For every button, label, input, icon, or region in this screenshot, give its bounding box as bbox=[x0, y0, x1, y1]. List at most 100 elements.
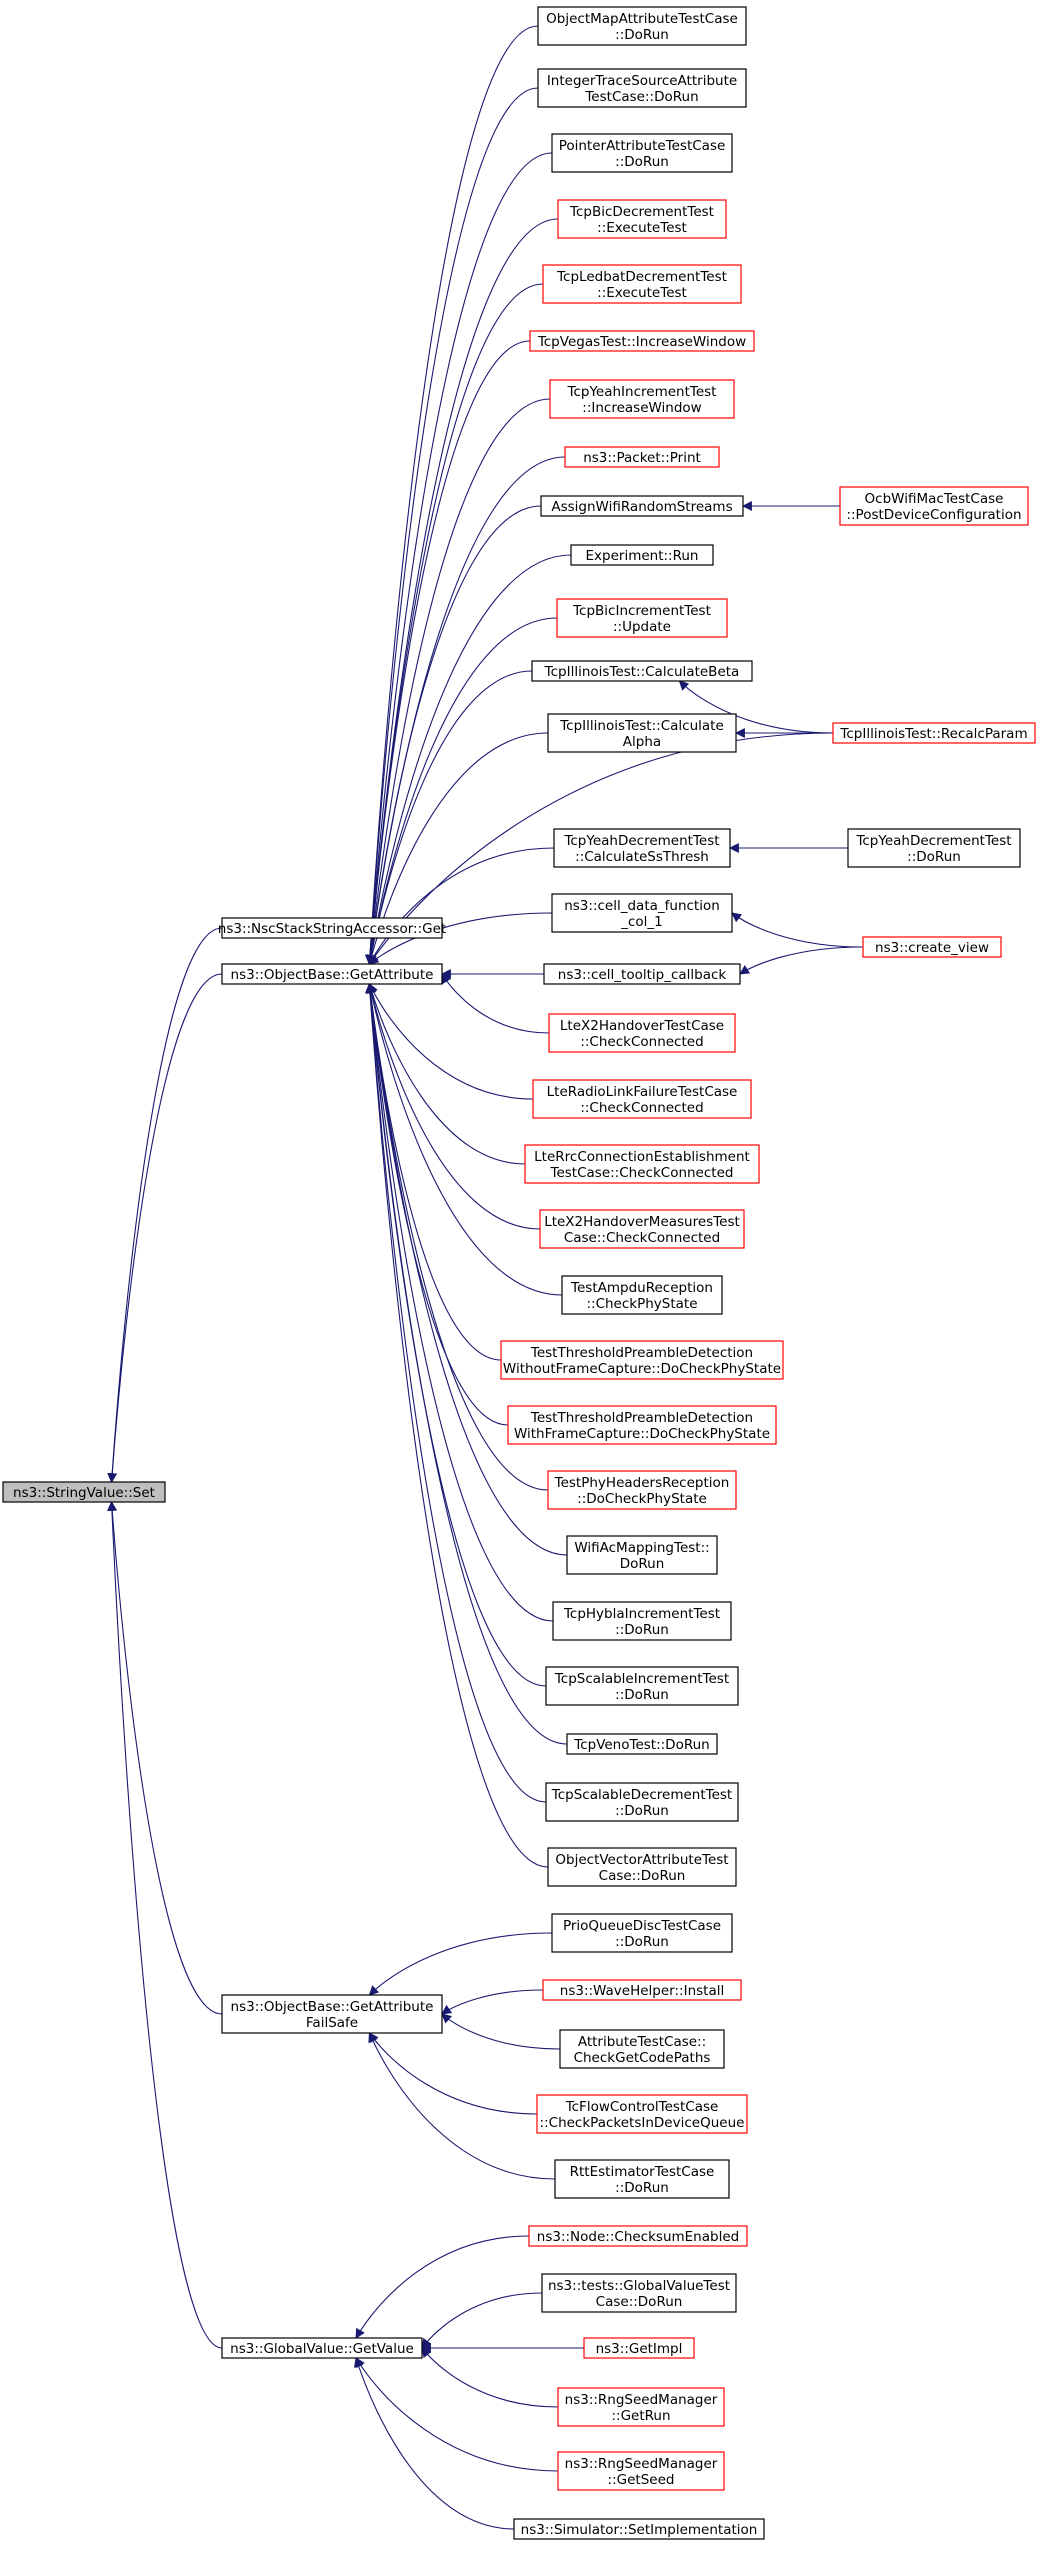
node-box[interactable] bbox=[557, 199, 727, 239]
node-box[interactable] bbox=[507, 1405, 777, 1445]
node-box[interactable] bbox=[542, 264, 742, 304]
node-box[interactable] bbox=[529, 330, 755, 352]
node-box[interactable] bbox=[540, 495, 744, 517]
node-e1[interactable]: OcbWifiMacTestCase::PostDeviceConfigurat… bbox=[839, 486, 1029, 526]
node-box[interactable] bbox=[839, 486, 1029, 526]
node-box[interactable] bbox=[553, 828, 731, 868]
node-b5[interactable]: TcpLedbatDecrementTest::ExecuteTest bbox=[542, 264, 742, 304]
node-b25[interactable]: WifiAcMappingTest::DoRun bbox=[566, 1535, 718, 1575]
node-box[interactable] bbox=[531, 660, 753, 682]
node-b26[interactable]: TcpHyblaIncrementTest::DoRun bbox=[552, 1601, 732, 1641]
node-b19[interactable]: LteRrcConnectionEstablishmentTestCase::C… bbox=[524, 1144, 760, 1184]
node-box[interactable] bbox=[551, 1913, 733, 1953]
node-b15[interactable]: ns3::cell_data_function_col_1 bbox=[551, 893, 733, 933]
node-box[interactable] bbox=[557, 2387, 725, 2427]
node-box[interactable] bbox=[547, 1470, 737, 1510]
node-box[interactable] bbox=[552, 1601, 732, 1641]
node-b29[interactable]: TcpScalableDecrementTest::DoRun bbox=[545, 1782, 739, 1822]
node-box[interactable] bbox=[548, 1013, 736, 1053]
node-b21[interactable]: TestAmpduReception::CheckPhyState bbox=[561, 1275, 723, 1315]
node-box[interactable] bbox=[2, 1481, 166, 1503]
node-c1[interactable]: PrioQueueDiscTestCase::DoRun bbox=[551, 1913, 733, 1953]
node-c4[interactable]: TcFlowControlTestCase::CheckPacketsInDev… bbox=[536, 2094, 748, 2134]
node-e3[interactable]: TcpYeahDecrementTest::DoRun bbox=[847, 828, 1021, 868]
node-b23[interactable]: TestThresholdPreambleDetectionWithFrameC… bbox=[507, 1405, 777, 1445]
node-d4[interactable]: ns3::RngSeedManager::GetRun bbox=[557, 2387, 725, 2427]
node-box[interactable] bbox=[221, 2337, 423, 2359]
root-node[interactable]: ns3::StringValue::Set bbox=[2, 1481, 166, 1503]
node-b27[interactable]: TcpScalableIncrementTest::DoRun bbox=[545, 1666, 739, 1706]
node-box[interactable] bbox=[583, 2337, 695, 2359]
node-b14[interactable]: TcpYeahDecrementTest::CalculateSsThresh bbox=[553, 828, 731, 868]
node-b11[interactable]: TcpBicIncrementTest::Update bbox=[556, 598, 728, 638]
node-b1[interactable]: ObjectMapAttributeTestCase::DoRun bbox=[537, 6, 747, 46]
node-box[interactable] bbox=[549, 379, 735, 419]
node-b24[interactable]: TestPhyHeadersReception::DoCheckPhyState bbox=[547, 1470, 737, 1510]
node-e4[interactable]: ns3::create_view bbox=[862, 936, 1002, 958]
node-box[interactable] bbox=[543, 963, 741, 985]
node-box[interactable] bbox=[500, 1340, 784, 1380]
node-box[interactable] bbox=[862, 936, 1002, 958]
node-b8[interactable]: ns3::Packet::Print bbox=[564, 446, 720, 468]
node-b7[interactable]: TcpYeahIncrementTest::IncreaseWindow bbox=[549, 379, 735, 419]
node-box[interactable] bbox=[551, 893, 733, 933]
node-box[interactable] bbox=[542, 1979, 742, 2001]
node-box[interactable] bbox=[513, 2518, 765, 2540]
node-box[interactable] bbox=[541, 2273, 737, 2313]
node-box[interactable] bbox=[847, 828, 1021, 868]
node-box[interactable] bbox=[524, 1144, 760, 1184]
node-box[interactable] bbox=[566, 1535, 718, 1575]
node-b20[interactable]: LteX2HandoverMeasuresTestCase::CheckConn… bbox=[539, 1209, 745, 1249]
node-box[interactable] bbox=[559, 2029, 725, 2069]
node-box[interactable] bbox=[554, 2159, 730, 2199]
node-box[interactable] bbox=[547, 713, 737, 753]
node-box[interactable] bbox=[570, 544, 714, 566]
node-box[interactable] bbox=[532, 1079, 752, 1119]
node-box[interactable] bbox=[561, 1275, 723, 1315]
node-box[interactable] bbox=[566, 1733, 718, 1755]
node-a2[interactable]: ns3::ObjectBase::GetAttribute bbox=[221, 963, 443, 985]
node-c5[interactable]: RttEstimatorTestCase::DoRun bbox=[554, 2159, 730, 2199]
node-box[interactable] bbox=[551, 133, 733, 173]
node-box[interactable] bbox=[557, 2451, 725, 2491]
node-box[interactable] bbox=[556, 598, 728, 638]
node-box[interactable] bbox=[537, 6, 747, 46]
node-b6[interactable]: TcpVegasTest::IncreaseWindow bbox=[529, 330, 755, 352]
node-box[interactable] bbox=[832, 722, 1036, 744]
node-e2[interactable]: TcpIllinoisTest::RecalcParam bbox=[832, 722, 1036, 744]
node-b22[interactable]: TestThresholdPreambleDetectionWithoutFra… bbox=[500, 1340, 784, 1380]
node-box[interactable] bbox=[221, 1994, 443, 2034]
node-a1[interactable]: ns3::NscStackStringAccessor::Get bbox=[218, 917, 446, 939]
node-b3[interactable]: PointerAttributeTestCase::DoRun bbox=[551, 133, 733, 173]
node-box[interactable] bbox=[564, 446, 720, 468]
node-c3[interactable]: AttributeTestCase::CheckGetCodePaths bbox=[559, 2029, 725, 2069]
node-b9[interactable]: AssignWifiRandomStreams bbox=[540, 495, 744, 517]
node-c2[interactable]: ns3::WaveHelper::Install bbox=[542, 1979, 742, 2001]
node-box[interactable] bbox=[545, 1782, 739, 1822]
node-d3[interactable]: ns3::GetImpl bbox=[583, 2337, 695, 2359]
node-box[interactable] bbox=[221, 963, 443, 985]
node-box[interactable] bbox=[539, 1209, 745, 1249]
node-a4[interactable]: ns3::GlobalValue::GetValue bbox=[221, 2337, 423, 2359]
node-box[interactable] bbox=[547, 1847, 737, 1887]
node-b4[interactable]: TcpBicDecrementTest::ExecuteTest bbox=[557, 199, 727, 239]
node-b18[interactable]: LteRadioLinkFailureTestCase::CheckConnec… bbox=[532, 1079, 752, 1119]
node-box[interactable] bbox=[536, 2094, 748, 2134]
node-b28[interactable]: TcpVenoTest::DoRun bbox=[566, 1733, 718, 1755]
node-d6[interactable]: ns3::Simulator::SetImplementation bbox=[513, 2518, 765, 2540]
node-box[interactable] bbox=[221, 917, 443, 939]
node-b17[interactable]: LteX2HandoverTestCase::CheckConnected bbox=[548, 1013, 736, 1053]
node-b10[interactable]: Experiment::Run bbox=[570, 544, 714, 566]
node-box[interactable] bbox=[528, 2225, 748, 2247]
node-b12[interactable]: TcpIllinoisTest::CalculateBeta bbox=[531, 660, 753, 682]
node-box[interactable] bbox=[545, 1666, 739, 1706]
node-box[interactable] bbox=[537, 68, 747, 108]
node-b2[interactable]: IntegerTraceSourceAttributeTestCase::DoR… bbox=[537, 68, 747, 108]
node-d5[interactable]: ns3::RngSeedManager::GetSeed bbox=[557, 2451, 725, 2491]
node-b16[interactable]: ns3::cell_tooltip_callback bbox=[543, 963, 741, 985]
node-d1[interactable]: ns3::Node::ChecksumEnabled bbox=[528, 2225, 748, 2247]
